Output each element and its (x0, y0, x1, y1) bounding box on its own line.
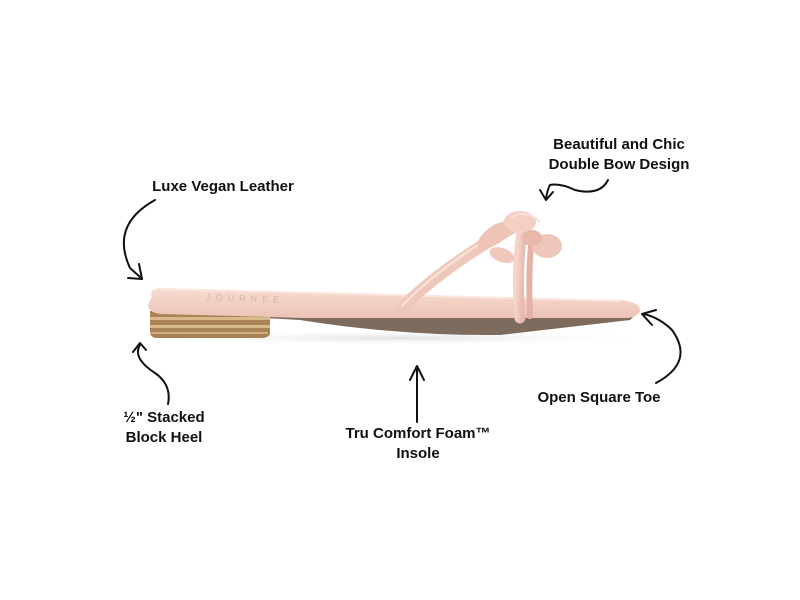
heel-arrow-icon (136, 344, 170, 405)
leather-arrow-icon (122, 199, 156, 278)
callout-heel-line2: Block Heel (125, 429, 203, 446)
bow-arrow-icon (545, 179, 609, 199)
callout-bow-line1: Beautiful and Chic (553, 136, 685, 153)
callout-leather: Luxe Vegan Leather (138, 177, 308, 197)
callout-insole-line2: Insole (396, 445, 440, 462)
callout-bow: Beautiful and Chic Double Bow Design (524, 135, 714, 175)
double-bow (477, 211, 562, 263)
callout-heel-line1: ½" Stacked (123, 409, 205, 426)
toe-arrow-icon (643, 313, 682, 384)
callout-heel: ½" Stacked Block Heel (104, 408, 224, 448)
callout-insole-line1: Tru Comfort Foam™ (345, 425, 491, 442)
callout-insole: Tru Comfort Foam™ Insole (330, 424, 506, 464)
callout-toe-line1: Open Square Toe (537, 389, 661, 406)
stacked-block-heel (150, 311, 270, 338)
callout-bow-line2: Double Bow Design (548, 156, 690, 173)
brand-emboss: JOURNEE (206, 292, 284, 305)
callout-leather-line1: Luxe Vegan Leather (152, 178, 294, 195)
outsole (265, 313, 634, 336)
callout-toe: Open Square Toe (526, 388, 672, 408)
strap-vertical (512, 226, 528, 324)
